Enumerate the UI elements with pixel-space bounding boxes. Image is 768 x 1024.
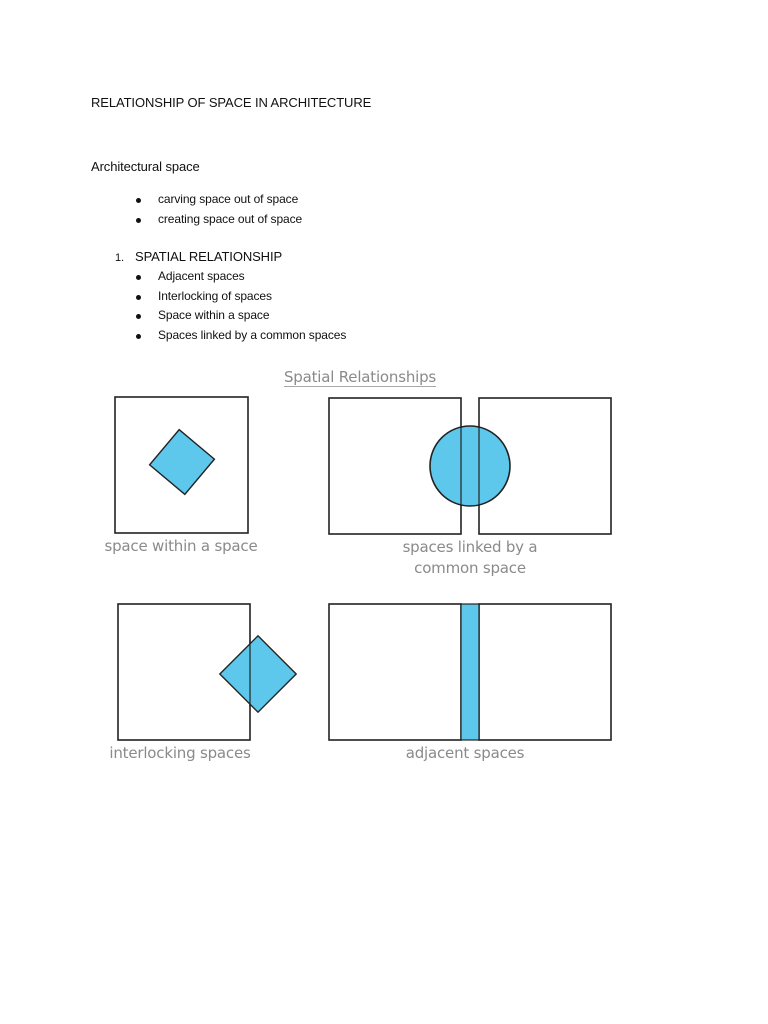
list-item-text: Spaces linked by a common spaces xyxy=(158,328,347,343)
adjacent-right-square xyxy=(478,603,612,741)
list-item: Space within a space xyxy=(133,306,346,326)
bullet-icon xyxy=(136,198,141,203)
bullet-icon xyxy=(136,334,141,340)
common-space-circle xyxy=(429,425,511,507)
list-number: 1. xyxy=(115,252,124,264)
list-item-text: carving space out of space xyxy=(158,192,299,206)
bullet-icon xyxy=(136,294,141,300)
architectural-space-bullet-list: carving space out of space creating spac… xyxy=(133,190,302,229)
spatial-relationships-figure: Spatial Relationships space within a spa… xyxy=(90,362,630,772)
document-title: RELATIONSHIP OF SPACE IN ARCHITECTURE xyxy=(91,95,372,110)
list-item-text: Adjacent spaces xyxy=(158,269,245,283)
bullet-icon xyxy=(136,275,141,280)
shared-wall-strip xyxy=(460,603,480,741)
spatial-relationships-diagram xyxy=(114,396,612,741)
adjacent-left-square xyxy=(328,603,462,741)
list-item: Spaces linked by a common spaces xyxy=(133,326,346,346)
spaces-linked-by-common-space-diagram xyxy=(328,397,612,535)
spatial-relationship-bullet-list: Adjacent spaces Interlocking of spaces S… xyxy=(133,267,346,346)
list-item: Adjacent spaces xyxy=(133,267,346,287)
list-item-text: creating space out of space xyxy=(158,211,303,226)
interlocking-square xyxy=(218,634,298,714)
list-item-text: Interlocking of spaces xyxy=(158,288,272,303)
caption-spaces-linked: spaces linked by a common space xyxy=(330,537,610,579)
figure-title-text: Spatial Relationships xyxy=(283,368,437,387)
list-item: Interlocking of spaces xyxy=(133,287,346,307)
figure-title: Spatial Relationships xyxy=(90,368,630,387)
numbered-heading-text: SPATIAL RELATIONSHIP xyxy=(135,249,283,264)
bullet-icon xyxy=(136,217,141,223)
adjacent-spaces-diagram xyxy=(328,603,612,741)
list-item: creating space out of space xyxy=(133,210,302,230)
caption-interlocking-spaces: interlocking spaces xyxy=(109,744,251,762)
numbered-heading-spatial-relationship: 1. SPATIAL RELATIONSHIP xyxy=(115,249,282,264)
interlocking-spaces-diagram xyxy=(117,603,298,741)
inner-space-square xyxy=(148,428,216,496)
section-heading-architectural-space: Architectural space xyxy=(91,159,200,174)
list-item-text: Space within a space xyxy=(158,308,270,323)
list-item: carving space out of space xyxy=(133,190,302,210)
space-within-a-space-diagram xyxy=(114,396,249,534)
bullet-icon xyxy=(136,314,141,320)
caption-spaces-linked-line2: common space xyxy=(414,559,526,577)
caption-space-within-a-space: space within a space xyxy=(104,537,258,555)
caption-spaces-linked-line1: spaces linked by a xyxy=(402,538,538,556)
caption-adjacent-spaces: adjacent spaces xyxy=(405,744,525,762)
